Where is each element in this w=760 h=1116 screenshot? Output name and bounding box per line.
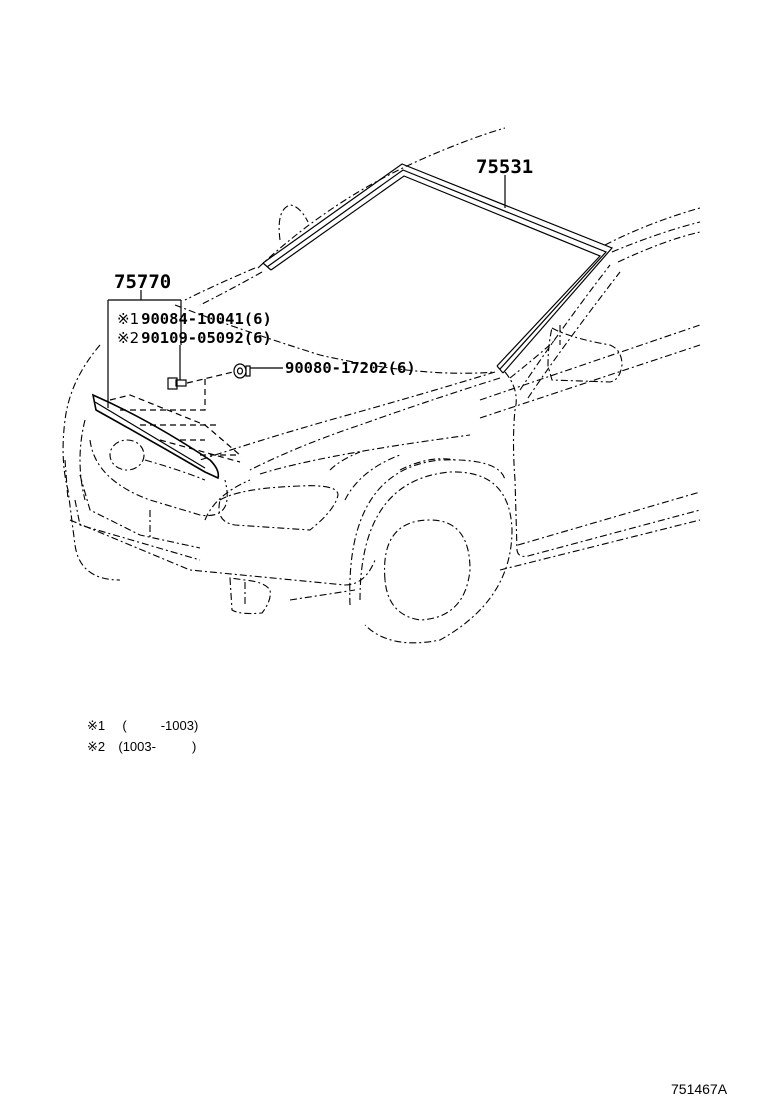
windshield-moulding [262, 163, 614, 374]
part-qty: (6) [387, 359, 416, 377]
part-row-grommet[interactable]: 90080-17202(6) [285, 360, 416, 377]
variant-marker-1: ※1 [117, 310, 140, 328]
variant-marker-2: ※2 [117, 329, 140, 347]
front-wheel [344, 454, 513, 644]
leader-75770 [107, 290, 182, 408]
part-number-90080: 90080-17202 [285, 359, 388, 377]
footnote-marker: ※2 [87, 739, 106, 754]
part-number-75770[interactable]: 75770 [114, 271, 172, 293]
grommet-part [233, 363, 251, 379]
footnote-1: ※1 ( -1003) [87, 719, 198, 732]
figure-id: 751467A [671, 1081, 728, 1097]
side-mirror [547, 325, 623, 383]
part-qty: (6) [243, 310, 272, 328]
clip-part [167, 377, 187, 390]
part-qty: (6) [243, 329, 272, 347]
part-number-75531[interactable]: 75531 [476, 156, 534, 178]
part-number-90084: 90084-10041 [141, 310, 244, 328]
footnote-open: ( [122, 718, 127, 733]
footnote-close: ) [193, 718, 199, 733]
headlight [204, 479, 339, 531]
hood-front-moulding [91, 393, 220, 480]
footnote-range: -1003 [160, 718, 194, 733]
footnote-close: ) [191, 739, 197, 754]
footnote-2: ※2 (1003-) [87, 740, 196, 753]
part-number-90109: 90109-05092 [141, 329, 244, 347]
footnote-range: (1003- [118, 739, 156, 754]
footnote-marker: ※1 [87, 718, 106, 733]
